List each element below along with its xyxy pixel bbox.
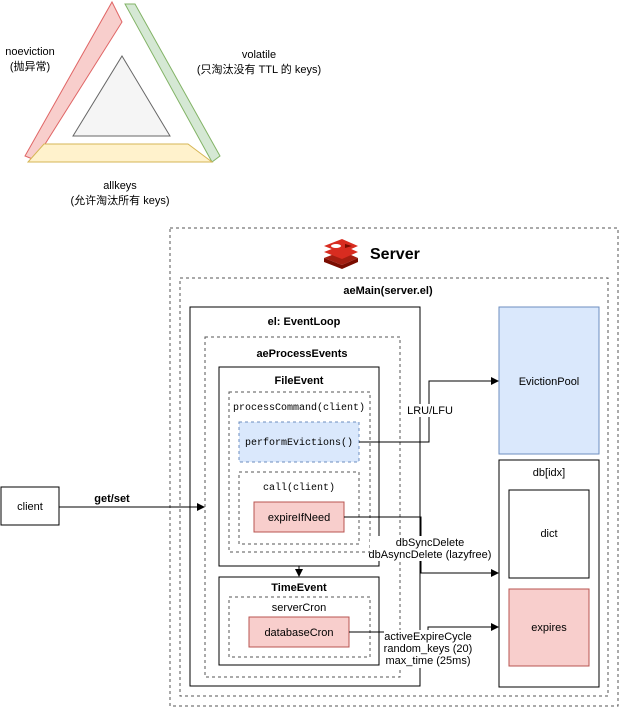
lazy-delete-label-bg xyxy=(370,536,492,561)
call-client-label: call(client) xyxy=(263,482,335,494)
volatile-label: volatile xyxy=(242,49,276,61)
sync-delete-label: dbSyncDelete xyxy=(396,537,465,549)
noeviction-sub: (抛异常) xyxy=(10,59,50,73)
volatile-side xyxy=(124,3,221,163)
server-cron-container xyxy=(228,596,371,658)
file-event-label: FileEvent xyxy=(275,375,324,387)
client-box xyxy=(0,486,60,526)
call-client-container xyxy=(238,471,360,545)
expire-if-need-box xyxy=(253,501,345,533)
eviction-pool-box xyxy=(498,306,600,455)
database-cron-label: databaseCron xyxy=(264,627,333,639)
allkeys-side xyxy=(26,143,214,163)
lru-lfu-label-bg xyxy=(406,404,454,417)
perform-evictions-box xyxy=(238,421,360,463)
perform-evictions-label: performEvictions() xyxy=(245,437,353,449)
time-event-label: TimeEvent xyxy=(271,582,327,594)
inner-triangle xyxy=(72,55,171,137)
eviction-policy-triangle xyxy=(24,0,221,163)
aemain-container xyxy=(179,277,609,697)
redis-logo-icon xyxy=(324,239,358,269)
db-idx-label: db[idx] xyxy=(533,467,565,479)
lru-lfu-label: LRU/LFU xyxy=(407,405,453,417)
active-expire-label-bg xyxy=(384,630,474,668)
dict-label: dict xyxy=(540,528,557,540)
aemain-label: aeMain(server.el) xyxy=(343,285,433,297)
process-command-container xyxy=(228,391,371,553)
dict-box xyxy=(508,489,590,579)
volatile-sub: (只淘汰没有 TTL 的 keys) xyxy=(197,62,321,76)
expires-label: expires xyxy=(531,622,567,634)
allkeys-label: allkeys xyxy=(103,180,137,192)
client-label: client xyxy=(17,501,43,513)
expire-if-need-label: expireIfNeed xyxy=(268,512,330,524)
server-cron-label: serverCron xyxy=(272,602,326,614)
file-event-box xyxy=(218,366,380,567)
server-container xyxy=(169,227,619,707)
expires-box xyxy=(508,588,590,667)
get-set-label: get/set xyxy=(94,493,130,505)
eventloop-label: el: EventLoop xyxy=(268,316,341,328)
eviction-pool-label: EvictionPool xyxy=(519,376,580,388)
active-expire-label: activeExpireCycle xyxy=(384,631,471,643)
process-command-label: processCommand(client) xyxy=(233,402,365,414)
async-delete-label: dbAsyncDelete (lazyfree) xyxy=(369,549,492,561)
noeviction-label: noeviction xyxy=(5,46,55,58)
server-title: Server xyxy=(370,246,420,263)
max-time-label: max_time (25ms) xyxy=(386,655,471,667)
random-keys-label: random_keys (20) xyxy=(384,643,473,655)
allkeys-sub: (允许淘汰所有 keys) xyxy=(71,193,170,207)
aeprocessevents-container xyxy=(204,336,401,678)
aeprocessevents-label: aeProcessEvents xyxy=(256,348,347,360)
